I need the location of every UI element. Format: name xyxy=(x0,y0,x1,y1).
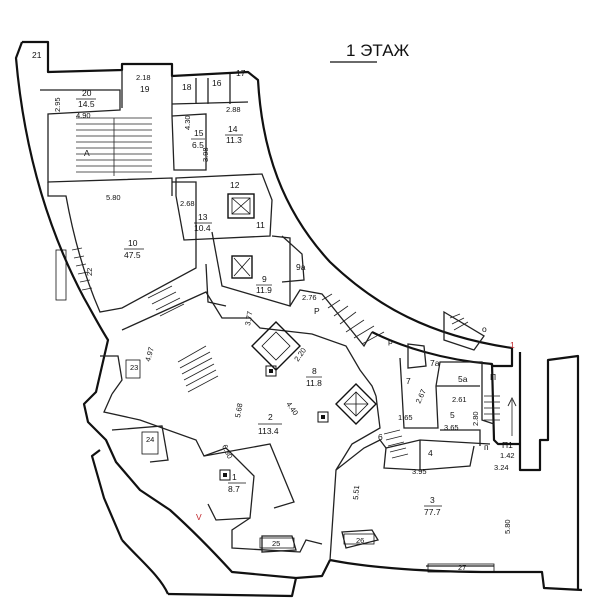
room-26-number: 26 xyxy=(356,536,364,545)
marker-entry: 1 xyxy=(510,340,515,350)
stair-o xyxy=(449,313,469,331)
room-p-small: р xyxy=(388,336,393,346)
room-16-number: 16 xyxy=(212,78,222,88)
room-9-area: 11.9 xyxy=(256,285,272,295)
room-14-number: 14 xyxy=(228,124,238,134)
room-13-area: 10.4 xyxy=(194,223,211,233)
room-8-area: 11.8 xyxy=(306,378,322,388)
room-12-number: 12 xyxy=(230,180,240,190)
room-2-area: 113.4 xyxy=(258,426,279,436)
room-14-dim-side: 3.98 xyxy=(201,147,210,162)
room-p-small-2: п xyxy=(484,442,489,452)
room-27-number: 27 xyxy=(458,563,466,572)
room-p1-dim: 1.42 xyxy=(500,451,515,460)
room-10-area: 47.5 xyxy=(124,250,141,260)
elevator-shafts xyxy=(227,193,377,425)
room-6-number: 6 xyxy=(378,432,383,442)
stair-a xyxy=(76,117,152,176)
room-21-number: 21 xyxy=(32,50,42,60)
stair-mid xyxy=(147,285,185,317)
room-1-area: 8.7 xyxy=(228,484,240,494)
room-7-dim: 2.67 xyxy=(414,388,428,405)
room-13-number: 13 xyxy=(198,212,208,222)
room-20-height: 2.95 xyxy=(53,97,62,112)
room-11-number: 11 xyxy=(256,220,265,230)
room-18-number: 18 xyxy=(182,82,192,92)
stair-6 xyxy=(383,429,409,459)
room-23-dim: 4.97 xyxy=(143,346,155,362)
columns xyxy=(219,365,329,481)
room-6-dim: 1.65 xyxy=(398,413,413,422)
room-14-area: 11.3 xyxy=(226,135,242,145)
room-8-dim-b: 4.40 xyxy=(284,400,300,417)
room-24-number: 24 xyxy=(146,435,154,444)
room-2-dim-b: 6.30 xyxy=(220,443,234,460)
room-3-dim-c: 3.24 xyxy=(494,463,509,472)
room-3-dim-a: 5.51 xyxy=(351,485,361,500)
stairs xyxy=(71,117,517,459)
room-25-number: 25 xyxy=(272,539,280,548)
room-4-dim: 3.95 xyxy=(412,467,427,476)
room-9a-number: 9а xyxy=(296,262,306,272)
room-8-dim-a: 2.20 xyxy=(292,346,308,363)
floor-title: 1 ЭТАЖ xyxy=(346,41,410,60)
room-o-label: о xyxy=(482,324,487,334)
room-a-label: А xyxy=(84,148,90,158)
shaft-9 xyxy=(231,255,253,279)
marker-v: V xyxy=(196,512,202,522)
room-15-number: 15 xyxy=(194,128,204,138)
room-2-dim-a: 5.68 xyxy=(233,402,244,418)
room-3-area: 77.7 xyxy=(424,507,441,517)
room-20-number: 20 xyxy=(82,88,92,98)
room-15-area: 6.5 xyxy=(192,140,204,150)
room-pi-label: П xyxy=(490,372,496,382)
room-2-number: 2 xyxy=(268,412,273,422)
room-10-number: 10 xyxy=(128,238,138,248)
room-5-dim-b: 2.80 xyxy=(471,411,480,426)
room-p1-number: П1 xyxy=(502,440,513,450)
room-4-number: 4 xyxy=(428,448,433,458)
room-14-dim-top: 2.88 xyxy=(226,105,241,114)
room-5-number: 5 xyxy=(450,410,455,420)
stair-p xyxy=(321,293,385,345)
shaft-2 xyxy=(335,383,377,425)
stair-22 xyxy=(71,247,93,291)
room-5a-number: 5а xyxy=(458,374,468,384)
room-20-width: 4.90 xyxy=(76,111,91,120)
outer-walls xyxy=(14,40,583,598)
room-3-dim-b: 5.80 xyxy=(503,519,512,534)
room-5-dim-a: 3.65 xyxy=(444,423,459,432)
room-19-number: 19 xyxy=(140,84,150,94)
room-p-label: Р xyxy=(314,306,320,316)
stair-p1 xyxy=(484,395,517,436)
room-8-number: 8 xyxy=(312,366,317,376)
room-3-number: 3 xyxy=(430,495,435,505)
room-7a-number: 7а xyxy=(430,358,440,368)
shaft-13 xyxy=(227,193,255,219)
room-23-number: 23 xyxy=(130,363,138,372)
room-p-dim: 2.76 xyxy=(302,293,317,302)
room-9-number: 9 xyxy=(262,274,267,284)
room-1-number: 1 xyxy=(232,472,237,482)
room-22-number: 22 xyxy=(85,268,94,276)
room-15-dim: 4.30 xyxy=(183,115,192,130)
room-5a-dim: 2.61 xyxy=(452,395,467,404)
room-19-dim: 2.18 xyxy=(136,73,151,82)
room-7-number: 7 xyxy=(406,376,411,386)
room-13-dim: 2.68 xyxy=(180,199,195,208)
room-20-area: 14.5 xyxy=(78,99,95,109)
room-10-dim: 5.80 xyxy=(106,193,121,202)
room-9-dim: 3.77 xyxy=(243,310,254,326)
shaft-8 xyxy=(251,321,301,371)
stair-hall xyxy=(177,345,219,393)
hatched-strips xyxy=(55,249,495,573)
interior-walls xyxy=(40,70,495,567)
room-17-number: 17 xyxy=(236,68,246,78)
